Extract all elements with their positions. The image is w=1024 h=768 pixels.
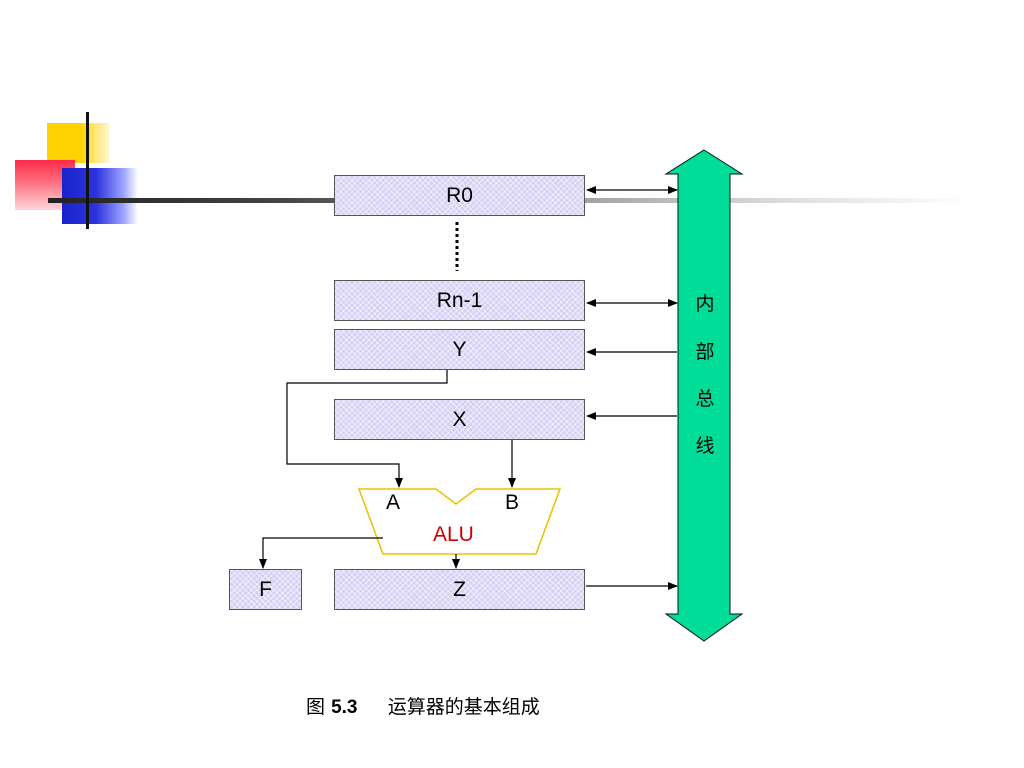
register-f: F [229, 569, 302, 610]
register-r0-label: R0 [446, 183, 473, 207]
register-f-label: F [259, 577, 272, 601]
register-x-label: X [452, 407, 467, 431]
alu-port-a: A [386, 491, 401, 514]
register-rn1: Rn-1 [334, 280, 585, 321]
decor-vertical-rule [86, 112, 89, 229]
y-to-a-wire [286, 370, 448, 488]
bus-label-char-3: 总 [695, 388, 715, 410]
bus-label-char-1: 内 [695, 293, 715, 315]
bus-label-char-4: 线 [695, 435, 715, 457]
alu-port-b: B [505, 491, 520, 514]
decor-blue-square [62, 168, 138, 224]
caption-prefix: 图 [306, 696, 326, 718]
decor-yellow-square [47, 123, 109, 163]
register-z: Z [334, 569, 585, 610]
alu-shape [357, 488, 562, 555]
register-y-label: Y [452, 337, 467, 361]
alu-to-f-wire [259, 537, 383, 569]
register-z-label: Z [453, 577, 466, 601]
caption-title: 运算器的基本组成 [387, 696, 540, 718]
caption-number: 5.3 [331, 697, 358, 718]
internal-bus-arrow [664, 149, 744, 642]
alu-label: ALU [433, 523, 474, 546]
register-rn1-label: Rn-1 [436, 288, 483, 312]
bus-label-char-2: 部 [695, 341, 715, 363]
figure-caption: 图 5.3 运算器的基本组成 [306, 692, 540, 719]
register-x: X [334, 399, 585, 440]
register-r0: R0 [334, 175, 585, 216]
register-y: Y [334, 329, 585, 370]
